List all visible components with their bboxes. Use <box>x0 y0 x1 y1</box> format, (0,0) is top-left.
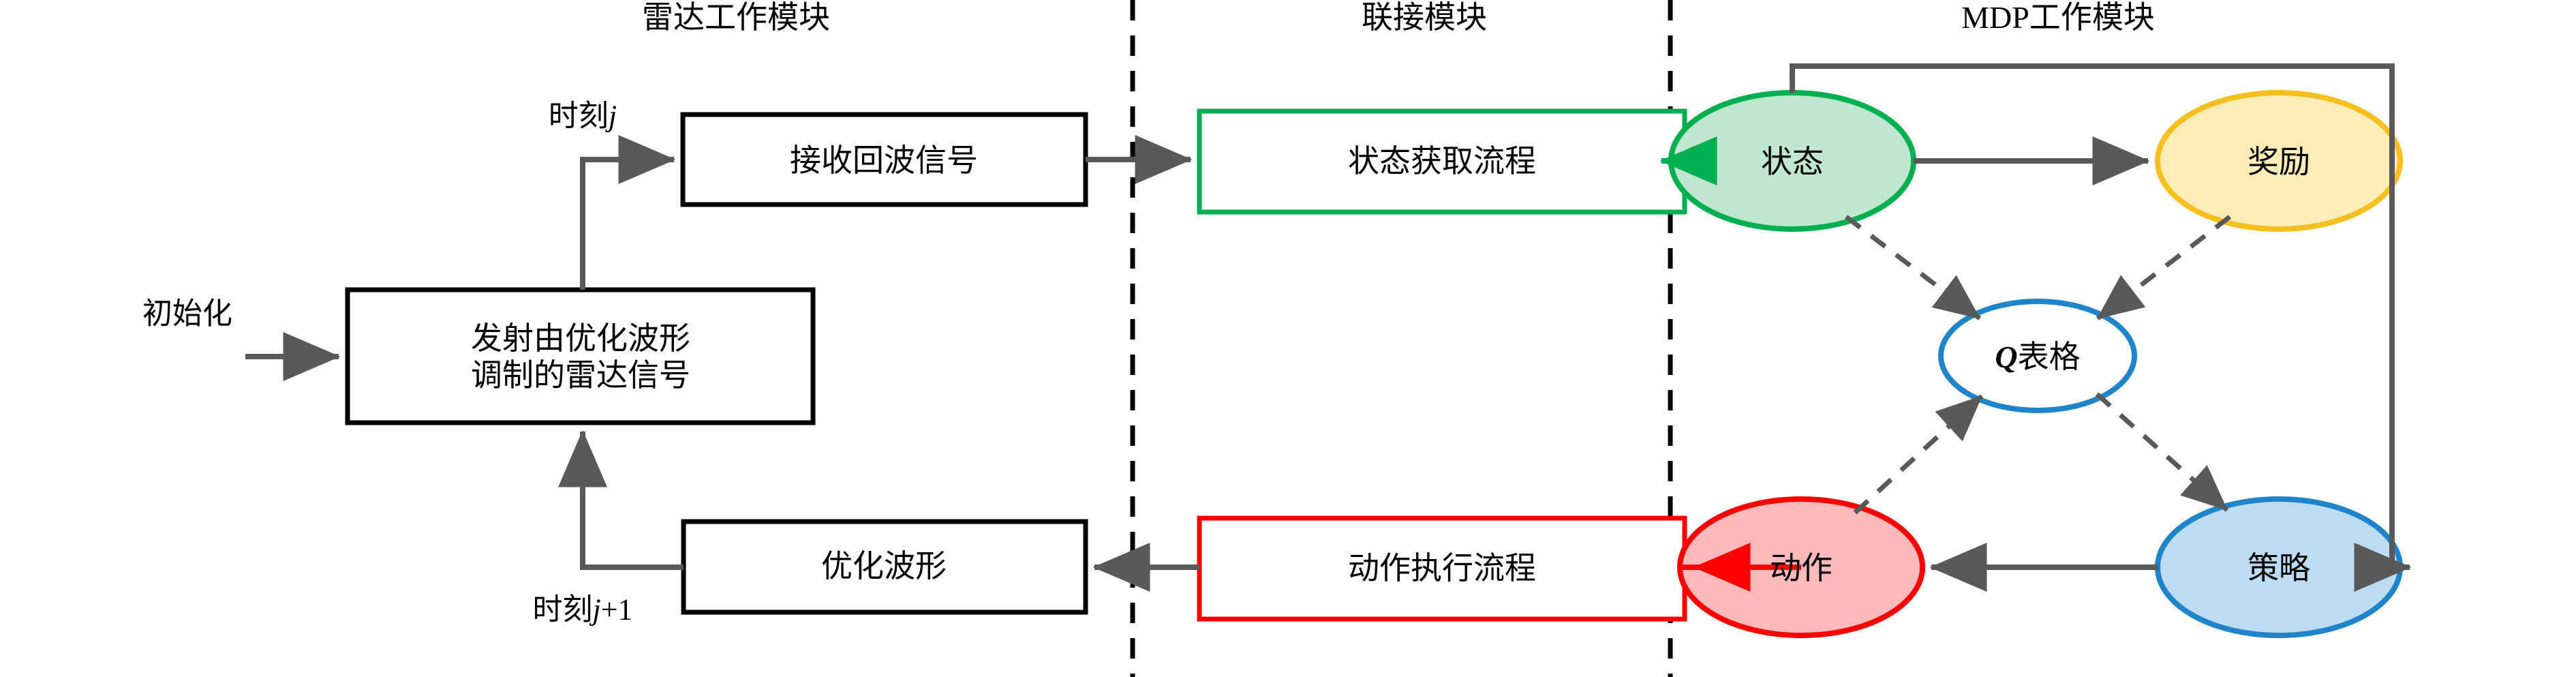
edge-state-to-qtable-dashed <box>1844 215 1982 320</box>
node-qtable <box>1938 299 2137 413</box>
edge-action-to-qtable-dashed <box>1853 394 1984 515</box>
box-state-acquisition <box>1197 108 1687 215</box>
edge-transmit-to-receive <box>580 135 676 290</box>
edge-label-time-j-plus-1: 时刻j+1 <box>532 592 632 626</box>
section-title-mdp: MDP工作模块 <box>1961 0 2155 35</box>
box-label-transmit-line1: 发射由优化波形 <box>471 321 690 357</box>
box-label-action-execution: 动作执行流程 <box>1348 551 1536 586</box>
node-label-reward: 奖励 <box>2248 145 2310 180</box>
time-j1-prefix: 时刻 <box>532 592 593 627</box>
node-label-qtable: Q表格 <box>1995 340 2080 375</box>
edge-qtable-to-policy-dashed <box>2095 392 2229 512</box>
qtable-label-rest: 表格 <box>2017 340 2081 375</box>
box-label-optimize-waveform: 优化波形 <box>821 549 947 584</box>
edge-optimize-to-transmit <box>558 430 684 570</box>
section-title-radar: 雷达工作模块 <box>642 0 830 35</box>
box-receive-echo <box>680 112 1088 207</box>
box-label-transmit-line2: 调制的雷达信号 <box>471 358 690 393</box>
node-reward <box>2155 90 2403 232</box>
box-transmit-signal <box>345 287 816 425</box>
edge-label-time-j: 时刻j <box>549 99 617 132</box>
node-label-policy: 策略 <box>2248 551 2310 586</box>
box-optimize-waveform <box>681 519 1088 615</box>
time-j1-suffix: +1 <box>600 592 633 627</box>
edge-state-to-policy-loop <box>1790 63 2412 592</box>
qtable-math-q: Q <box>1995 340 2018 375</box>
time-j1-math: j <box>592 592 601 627</box>
section-title-link: 联接模块 <box>1362 0 1487 35</box>
node-label-state: 状态 <box>1761 145 1824 180</box>
box-label-receive-echo: 接收回波信号 <box>790 143 978 179</box>
node-label-action: 动作 <box>1770 551 1833 586</box>
box-label-state-acquisition: 状态获取流程 <box>1348 144 1536 179</box>
edge-reward-to-qtable-dashed <box>2096 215 2232 320</box>
time-j-prefix: 时刻 <box>548 99 609 133</box>
time-j-math: j <box>608 99 617 133</box>
edge-label-init: 初始化 <box>142 297 232 331</box>
